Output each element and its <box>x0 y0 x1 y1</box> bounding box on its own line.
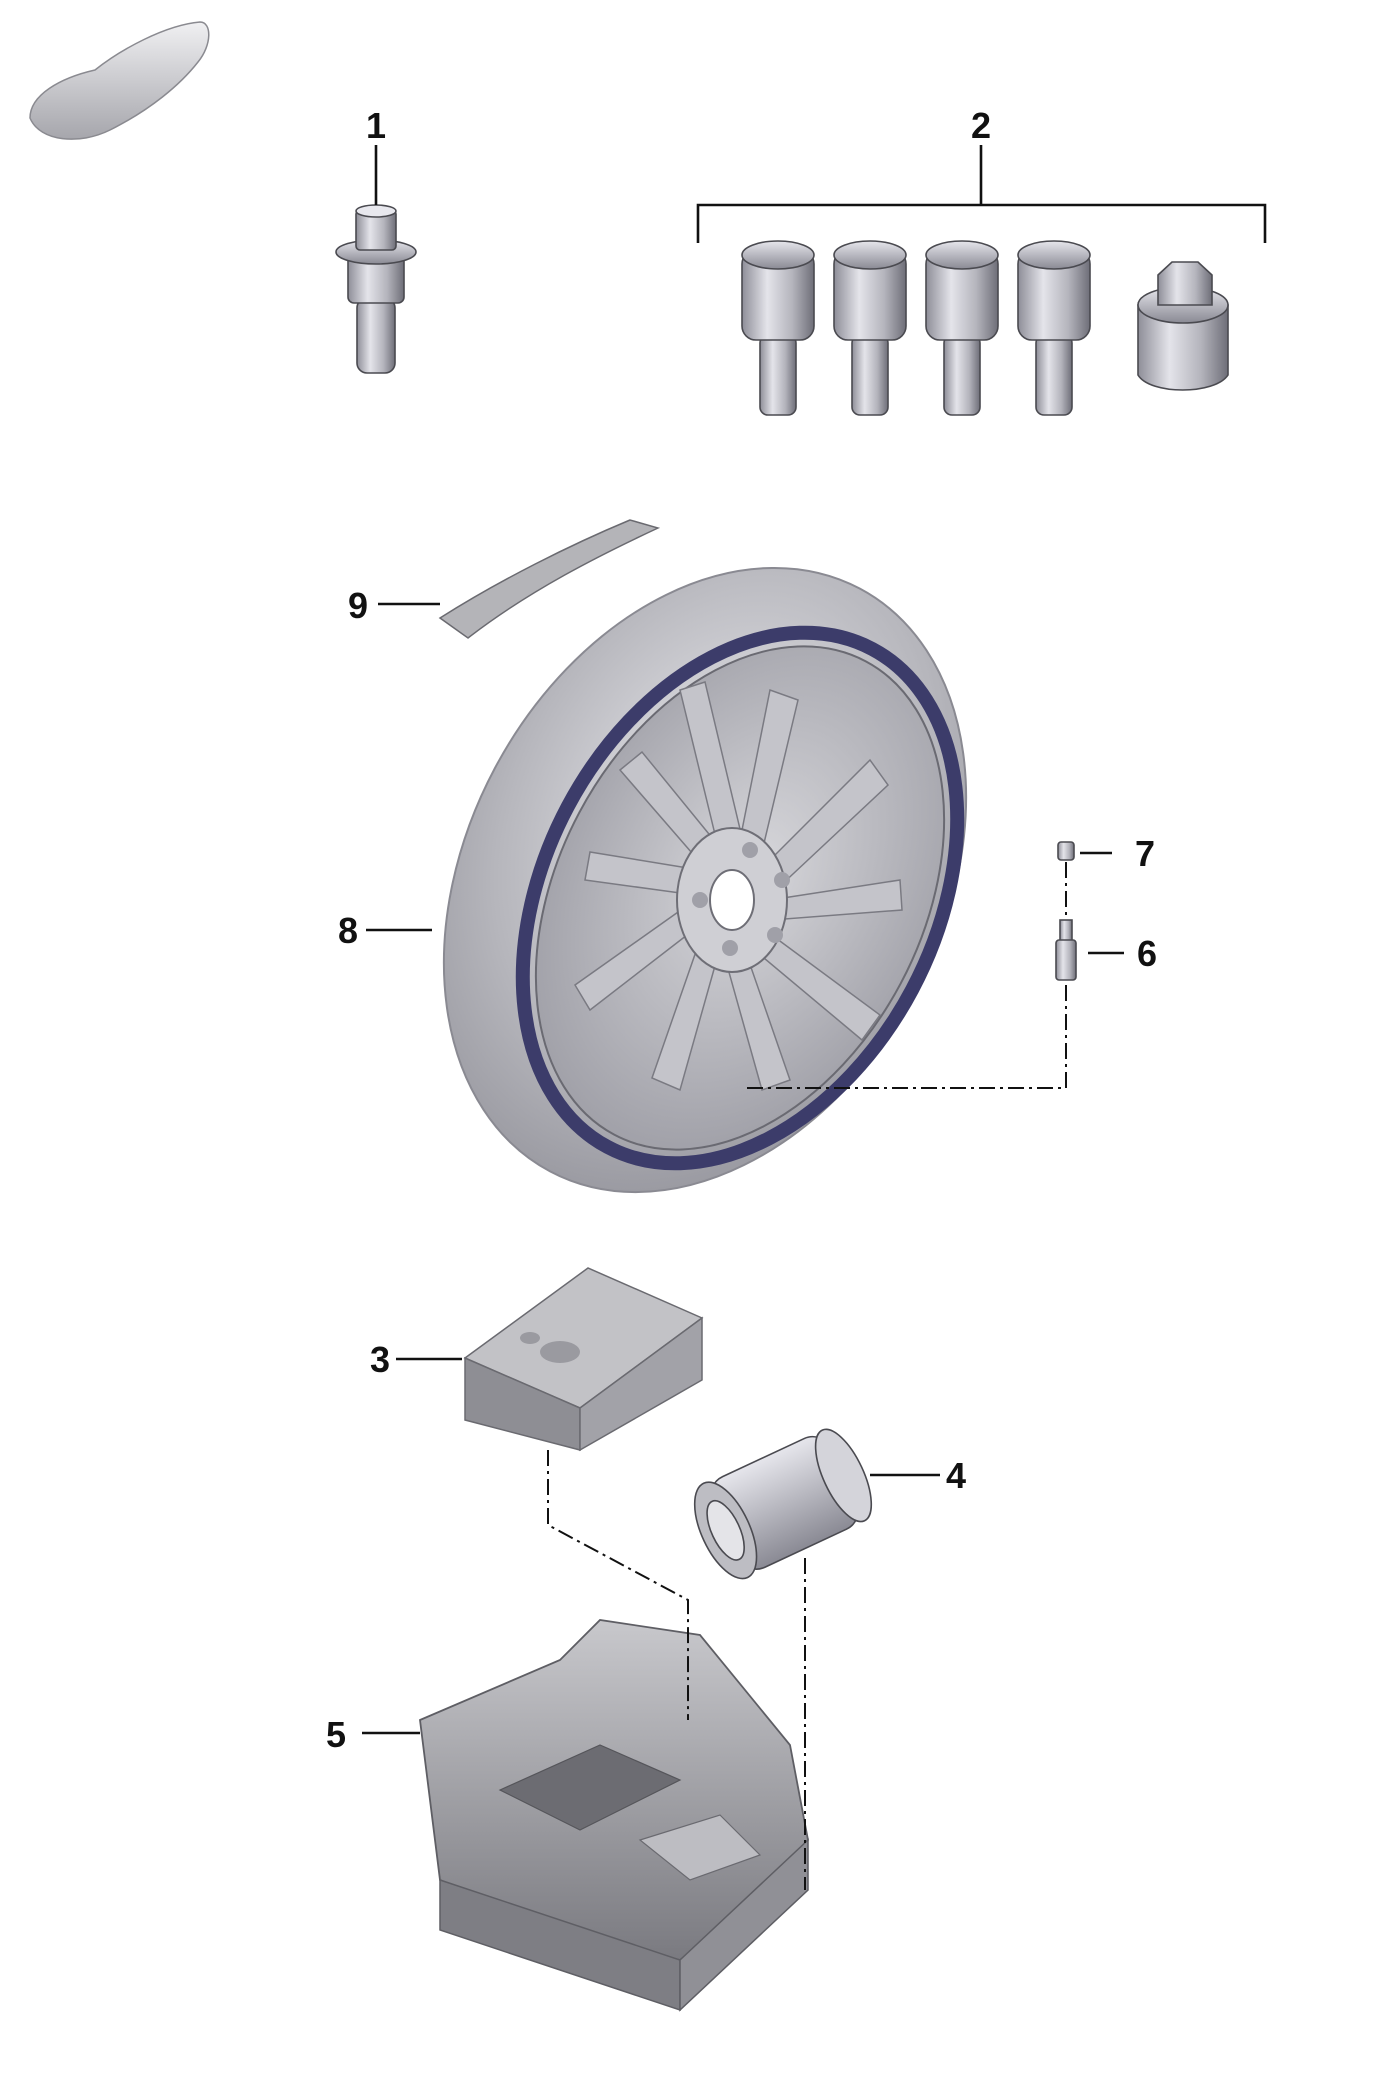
valve-cap <box>1057 841 1075 861</box>
wheel-spokes <box>573 681 903 1092</box>
callout-3: 3 <box>370 1339 390 1380</box>
tool-foam-tray <box>419 1619 809 2012</box>
tyre-compressor <box>463 1267 704 1452</box>
assembly-lines <box>547 862 1067 1890</box>
locking-bolt <box>741 240 815 416</box>
callout-7: 7 <box>1135 833 1155 874</box>
locking-bolt-set <box>741 240 1229 416</box>
locking-bolt <box>925 240 999 416</box>
spare-wheel <box>442 566 968 1194</box>
callout-4: 4 <box>946 1455 966 1496</box>
callout-6: 6 <box>1137 933 1157 974</box>
car-silhouette-icon <box>29 21 210 140</box>
tyre-valve <box>1055 919 1077 981</box>
lock-adaptor <box>1137 261 1229 391</box>
wheel-bolt <box>335 204 417 374</box>
sealant-bottle <box>693 1428 873 1580</box>
locking-bolt <box>1017 240 1091 416</box>
callout-8: 8 <box>338 910 358 951</box>
tyre-label-strip <box>438 519 661 639</box>
callout-9: 9 <box>348 585 368 626</box>
leader-lines <box>362 145 1267 1735</box>
callout-2: 2 <box>971 105 991 146</box>
callout-labels: 1 2 3 4 5 6 7 8 9 <box>326 105 1157 1755</box>
callout-1: 1 <box>366 105 386 146</box>
locking-bolt <box>833 240 907 416</box>
callout-5: 5 <box>326 1714 346 1755</box>
